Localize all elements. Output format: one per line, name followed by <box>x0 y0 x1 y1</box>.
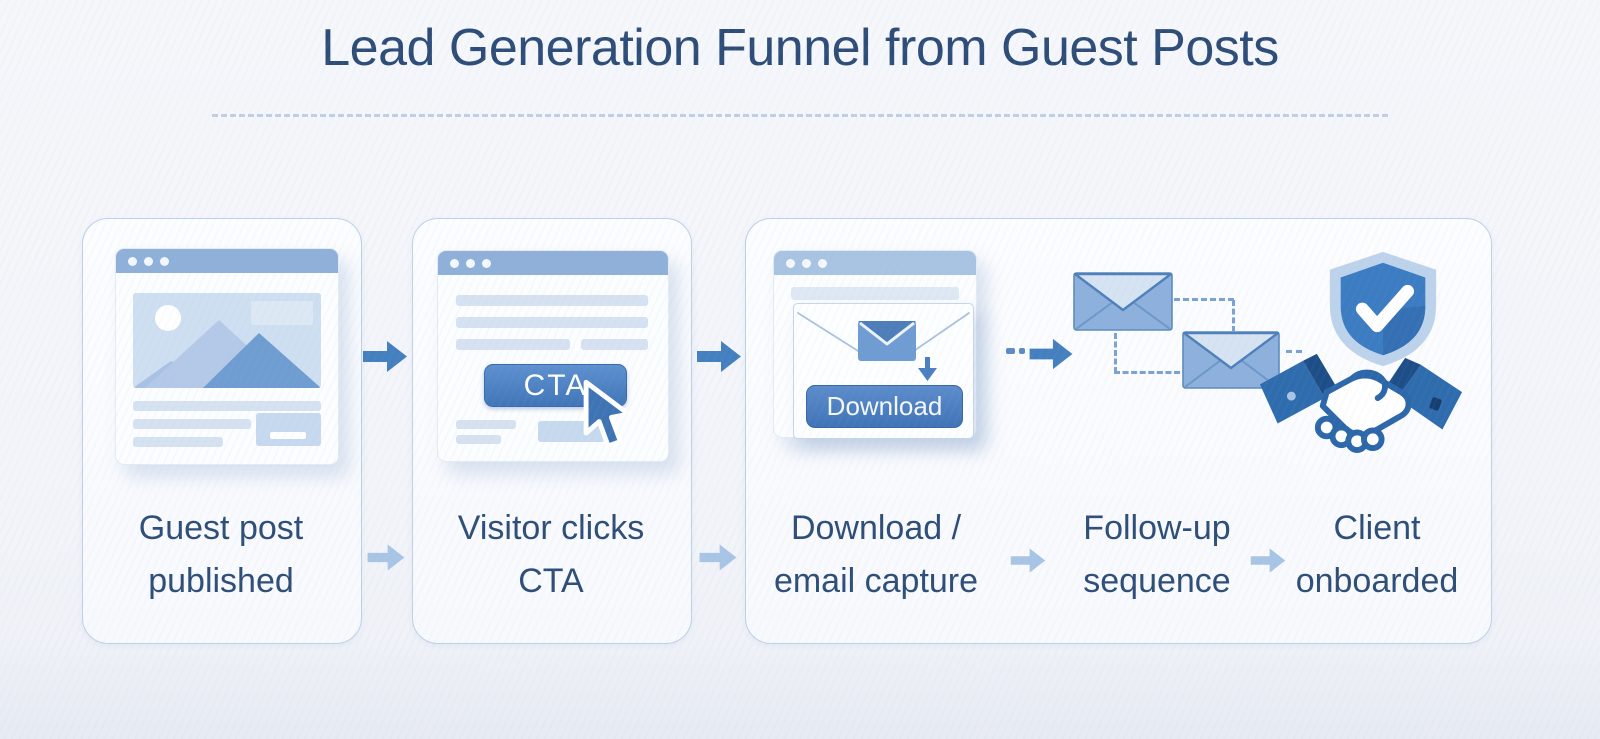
text-line <box>133 419 251 429</box>
dashed-connector <box>1019 348 1025 354</box>
browser-dot <box>818 258 827 268</box>
browser-window-icon <box>115 248 339 465</box>
text-line <box>456 317 648 328</box>
text-line <box>456 420 516 429</box>
download-arrow-icon <box>918 357 937 381</box>
content-block <box>256 413 321 446</box>
cursor-icon <box>583 379 632 449</box>
content-block-line <box>270 432 306 439</box>
browser-dot <box>482 258 491 268</box>
dashed-connector <box>1232 300 1235 332</box>
title-divider <box>212 114 1388 117</box>
browser-titlebar <box>774 251 976 275</box>
browser-window-icon: CTA <box>437 250 669 462</box>
text-line <box>456 295 648 306</box>
browser-dot <box>144 256 153 266</box>
browser-titlebar <box>116 249 338 273</box>
browser-dot <box>802 258 811 268</box>
arrow-right-icon <box>360 338 410 375</box>
envelope-download-icon <box>858 321 916 361</box>
shield-check-icon <box>1329 251 1437 367</box>
envelope-icon <box>1182 331 1280 389</box>
dashed-connector <box>1114 371 1180 374</box>
stage-label-client-onboarded: Client onboarded <box>1295 509 1459 600</box>
arrow-right-icon <box>1008 546 1048 575</box>
arrow-right-icon <box>1028 336 1074 372</box>
arrow-right-icon <box>1248 546 1288 575</box>
arrow-right-icon <box>696 542 740 573</box>
page-title: Lead Generation Funnel from Guest Posts <box>321 19 1279 77</box>
stage-label-follow-up: Follow-up sequence <box>1083 509 1231 600</box>
stage-label-visitor-clicks: Visitor clicks CTA <box>457 509 645 600</box>
browser-dot <box>128 256 137 266</box>
text-line <box>791 287 959 300</box>
download-button[interactable]: Download <box>806 385 963 428</box>
stage-label-download-capture: Download / email capture <box>773 509 979 600</box>
browser-dot <box>160 256 169 266</box>
dashed-connector <box>1286 350 1302 353</box>
text-line <box>133 437 223 447</box>
dashed-connector <box>1174 298 1234 301</box>
browser-dot <box>466 258 475 268</box>
browser-dot <box>786 258 795 268</box>
envelope-icon <box>1073 272 1173 331</box>
lead-capture-panel: Download <box>793 303 974 439</box>
dashed-connector <box>1114 333 1117 373</box>
image-caption-block <box>251 301 313 325</box>
sun-icon <box>155 305 181 331</box>
download-button-label: Download <box>826 391 943 421</box>
cta-button-label: CTA <box>523 368 588 402</box>
arrow-right-icon <box>694 338 744 375</box>
text-line <box>581 339 648 350</box>
handshake-icon <box>1259 353 1463 453</box>
text-line <box>456 339 570 350</box>
image-placeholder-icon <box>133 293 321 388</box>
dashed-connector <box>1006 348 1015 354</box>
browser-dot <box>450 258 459 268</box>
text-line <box>133 401 321 411</box>
background-fade <box>0 644 1600 739</box>
text-line <box>456 435 501 444</box>
arrow-right-icon <box>364 542 408 573</box>
browser-titlebar <box>438 251 668 275</box>
stage-label-guest-post: Guest post published <box>138 509 304 600</box>
mountains-icon <box>133 320 321 388</box>
